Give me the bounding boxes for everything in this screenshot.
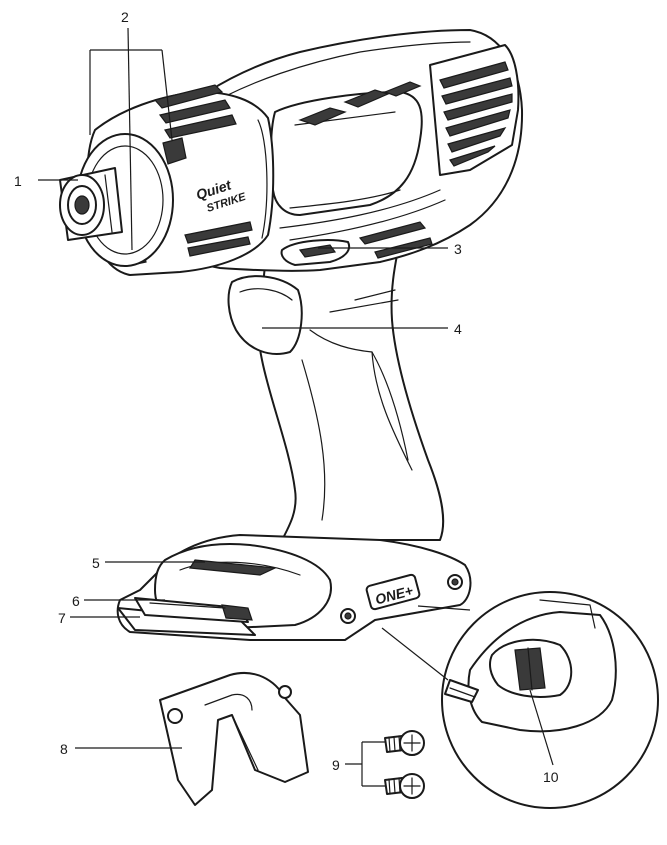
callout-6: 6: [72, 593, 80, 609]
leader-lines: [38, 27, 554, 787]
screw-1: [384, 730, 425, 756]
bit-storage: [117, 597, 256, 636]
callout-7: 7: [58, 610, 66, 626]
callout-8: 8: [60, 741, 68, 757]
callout-2: 2: [121, 9, 129, 25]
callout-5: 5: [92, 555, 100, 571]
screws: [384, 730, 425, 799]
callout-3: 3: [454, 241, 462, 257]
callout-9: 9: [332, 757, 340, 773]
chuck-assembly: [59, 133, 174, 267]
trigger: [227, 275, 303, 355]
belt-clip: [159, 672, 309, 806]
callout-10: 10: [543, 769, 559, 785]
rear-vents: [429, 44, 520, 176]
callout-numbers: 1 2 3 4 5 6 7 8 9 10: [14, 9, 559, 785]
one-plus-logo: ONE+: [365, 573, 421, 611]
handle: [257, 249, 445, 541]
callout-1: 1: [14, 173, 22, 189]
screw-2: [384, 773, 425, 799]
detail-view: [381, 591, 659, 809]
callout-4: 4: [454, 321, 462, 337]
